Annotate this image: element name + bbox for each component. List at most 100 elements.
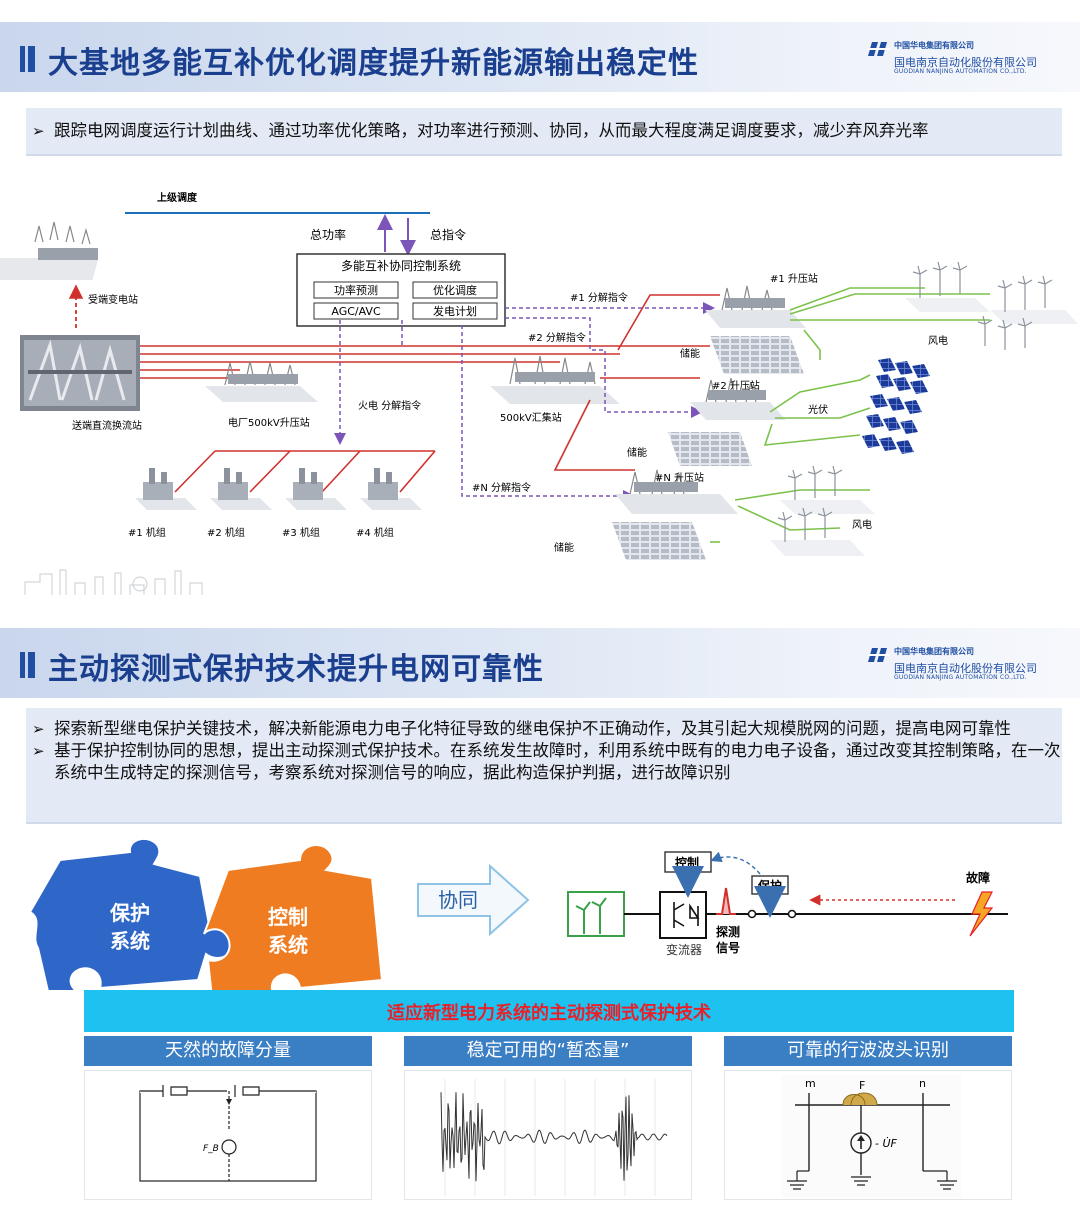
panel-figure — [404, 1070, 692, 1200]
booster-1-icon — [705, 285, 806, 328]
logo-mark-icon — [868, 648, 890, 662]
logo-group-name: 中国华电集团有限公司 — [894, 41, 974, 50]
solar-panels-icon — [862, 358, 930, 454]
label-plant-500kv: 电厂500kV升压站 — [228, 416, 310, 429]
wind-farm-2-icon — [770, 465, 875, 556]
label-storage-1: 储能 — [680, 347, 700, 360]
label-upper-dispatch: 上级调度 — [157, 191, 198, 204]
company-logo: 中国华电集团有限公司 国电南京自动化股份有限公司 GUODIAN NANJING… — [868, 644, 1058, 684]
breaker-contact-left — [747, 909, 757, 919]
panel-title: 可靠的行波波头识别 — [724, 1036, 1012, 1066]
module-plan-box — [412, 302, 498, 320]
logo-company-english: GUODIAN NANJING AUTOMATION CO.,LTD. — [894, 68, 1027, 75]
label-booster-2: #2 升压站 — [712, 379, 760, 392]
label-control-system: 多能互补协同控制系统 — [341, 258, 461, 273]
label-m: m — [805, 1077, 816, 1090]
label-total-power: 总功率 — [310, 227, 346, 242]
storage-2-icon — [668, 432, 752, 466]
label-f: F — [859, 1079, 865, 1092]
unit-1-label: #1 机组 — [128, 526, 166, 539]
protection-concept-diagram: 保护 系统 控制 系统 协同 变流器 控制 探测 信号 保护 — [28, 837, 1008, 990]
logo-company-name: 国电南京自动化股份有限公司 — [894, 56, 1037, 69]
logo-company-english: GUODIAN NANJING AUTOMATION CO.,LTD. — [894, 674, 1027, 681]
panel-traveling-wave: 可靠的行波波头识别 m F — [724, 1036, 1012, 1200]
unit-4-label: #4 机组 — [356, 526, 394, 539]
panel-figure: F_B — [84, 1070, 372, 1200]
label-converter-station: 送端直流换流站 — [72, 419, 142, 432]
puzzle-blue-line1: 保护 — [109, 901, 150, 925]
panel-title: 稳定可用的“暂态量” — [404, 1036, 692, 1066]
label-probe-line2: 信号 — [716, 940, 740, 955]
wind-farm-1-icon — [905, 261, 1078, 350]
label-wind-2: 风电 — [852, 518, 872, 531]
hvdc-feed-lines — [140, 294, 720, 379]
module-agc-box — [313, 302, 399, 320]
puzzle-blue-line2: 系统 — [110, 929, 150, 953]
label-storage-2: 储能 — [627, 446, 647, 459]
logo-company-name: 国电南京自动化股份有限公司 — [894, 662, 1037, 675]
title-accent-bars — [20, 652, 38, 678]
label-solar: 光伏 — [808, 403, 828, 416]
protection-puzzle-piece — [28, 837, 234, 990]
storage-3-icon — [612, 522, 706, 560]
module-forecast-box — [313, 281, 399, 299]
bullet-text-2: 基于保护控制协同的思想，提出主动探测式保护技术。在系统发生故障时，利用系统中既有… — [26, 740, 1062, 784]
wind-source-icon — [567, 891, 625, 937]
title-accent-bars — [20, 46, 38, 72]
module-forecast: 功率预测 — [334, 283, 378, 297]
probe-pulse-icon — [716, 887, 736, 915]
dispatch-command-lines — [461, 302, 715, 502]
label-collection-500kv: 500kV汇集站 — [500, 411, 562, 424]
company-logo: 中国华电集团有限公司 国电南京自动化股份有限公司 GUODIAN NANJING… — [868, 38, 1058, 78]
waveform-trace — [440, 1092, 668, 1182]
booster-feed-lines — [553, 377, 700, 471]
collaboration-label: 协同 — [438, 888, 478, 912]
panel-transient: 稳定可用的“暂态量” — [404, 1036, 692, 1200]
label-storage-3: 储能 — [554, 541, 574, 554]
label-protection: 保护 — [757, 878, 782, 893]
label-booster-1: #1 升压站 — [770, 272, 818, 285]
title-band: 主动探测式保护技术提升电网可靠性 中国华电集团有限公司 国电南京自动化股份有限公… — [0, 628, 1080, 698]
traveling-wave-circuit: m F n - U̇F — [781, 1075, 961, 1197]
label-booster-n: #N 升压站 — [655, 471, 704, 484]
label-uf: - U̇F — [875, 1137, 898, 1150]
formula-fb: F_B — [203, 1144, 219, 1154]
label-command-n: #N 分解指令 — [472, 481, 531, 494]
thermal-unit-icons — [135, 468, 422, 510]
label-wind-1: 风电 — [928, 334, 948, 347]
slide-title: 主动探测式保护技术提升电网可靠性 — [48, 652, 544, 687]
collection-station-icon — [490, 355, 620, 404]
collaboration-arrow-icon — [417, 863, 530, 937]
slide-multi-energy: 大基地多能互补优化调度提升新能源输出稳定性 中国华电集团有限公司 国电南京自动化… — [0, 0, 1080, 600]
breaker-contact-right — [787, 909, 797, 919]
label-total-command: 总指令 — [430, 227, 466, 242]
label-converter: 变流器 — [666, 942, 702, 957]
title-band: 大基地多能互补优化调度提升新能源输出稳定性 中国华电集团有限公司 国电南京自动化… — [0, 22, 1080, 92]
feedback-dashed-arrow — [710, 851, 761, 875]
module-optimize: 优化调度 — [433, 283, 477, 297]
panel-title: 天然的故障分量 — [84, 1036, 372, 1066]
fault-lightning-icon — [969, 891, 994, 937]
module-plan: 发电计划 — [433, 304, 477, 318]
receiving-substation-icon — [0, 221, 99, 280]
label-receiving-substation: 受端变电站 — [88, 293, 138, 306]
dispatch-diagram: 上级调度 总功率 总指令 多能互补协同控制系统 功率预测 优化调度 AGC/AV… — [0, 191, 1078, 595]
unit-3-label: #3 机组 — [282, 526, 320, 539]
puzzle-orange-line1: 控制 — [268, 905, 308, 929]
logo-mark-icon — [868, 42, 890, 56]
fault-component-circuit: F_B — [139, 1085, 317, 1182]
thermal-bus-lines — [174, 450, 436, 493]
plant-substation-icon — [205, 360, 318, 402]
bullet-text-1: 探索新型继电保护关键技术，解决新能源电力电子化特征导致的继电保护不正确动作，及其… — [26, 718, 1062, 740]
puzzle-orange-line2: 系统 — [268, 933, 308, 957]
panel-figure: m F n - U̇F — [724, 1070, 1012, 1200]
slide-active-protection: 主动探测式保护技术提升电网可靠性 中国华电集团有限公司 国电南京自动化股份有限公… — [0, 620, 1080, 1212]
logo-group-name: 中国华电集团有限公司 — [894, 647, 974, 656]
label-thermal-command: 火电 分解指令 — [358, 399, 421, 412]
label-command-2: #2 分解指令 — [528, 331, 586, 344]
module-agc: AGC/AVC — [331, 305, 381, 318]
unit-2-label: #2 机组 — [207, 526, 245, 539]
storage-1-icon — [710, 336, 804, 374]
panel-fault-component: 天然的故障分量 F_B — [84, 1036, 372, 1200]
technology-banner: 适应新型电力系统的主动探测式保护技术 — [84, 990, 1014, 1032]
